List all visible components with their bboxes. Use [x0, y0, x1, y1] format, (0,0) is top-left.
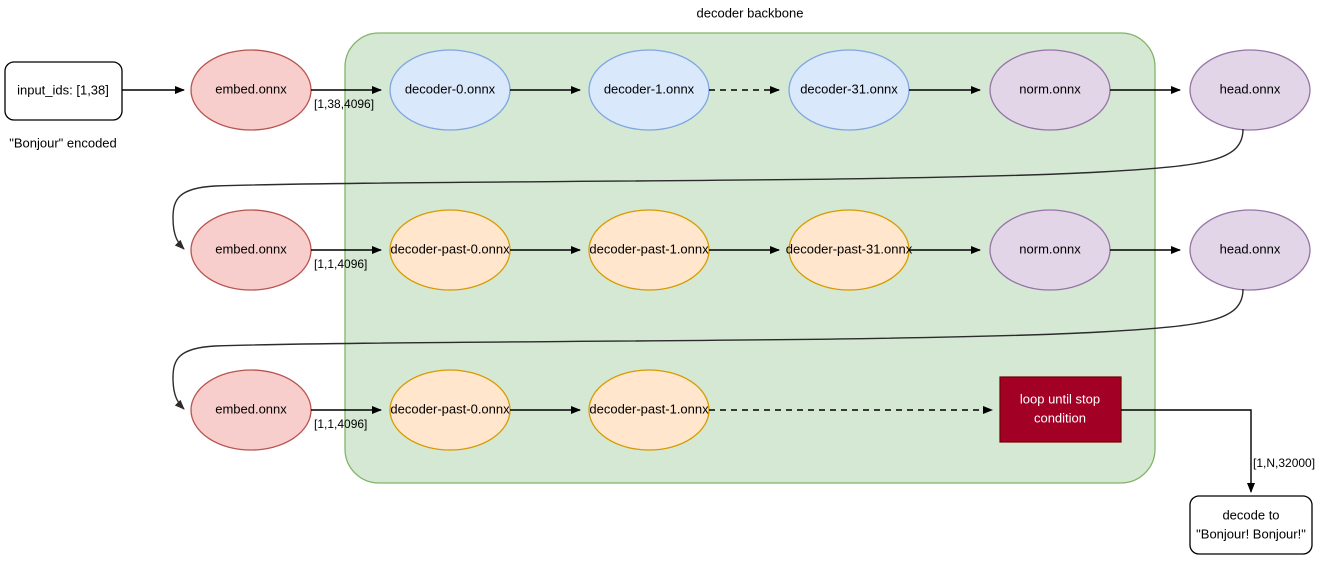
decode-output-line1: decode to: [1222, 507, 1279, 522]
edge-label-row1-embed-out: [1,38,4096]: [314, 97, 374, 111]
node-decoder-past-0-row3-label: decoder-past-0.onnx: [390, 401, 510, 416]
loop-box-label-line1: loop until stop: [1020, 391, 1100, 406]
node-decoder-past-31-row2-label: decoder-past-31.onnx: [786, 241, 913, 256]
node-head-row2-label: head.onnx: [1220, 241, 1281, 256]
edge-label-output-shape: [1,N,32000]: [1253, 456, 1315, 470]
node-decoder-past-1-row3-label: decoder-past-1.onnx: [589, 401, 709, 416]
input-caption: "Bonjour" encoded: [9, 135, 117, 150]
node-decoder-past-1-row2-label: decoder-past-1.onnx: [589, 241, 709, 256]
input-ids-label: input_ids: [1,38]: [17, 82, 109, 97]
edge-label-row3-embed-out: [1,1,4096]: [314, 417, 367, 431]
input-ids-box: [4, 61, 123, 121]
node-head-row1: [1189, 49, 1311, 131]
node-decoder-past-0-row2-label: decoder-past-0.onnx: [390, 241, 510, 256]
node-decoder-0-label: decoder-0.onnx: [405, 81, 496, 96]
loop-box-label-line2: condition: [1034, 410, 1086, 425]
node-head-row2: [1189, 209, 1311, 291]
node-norm-row2-label: norm.onnx: [1019, 241, 1081, 256]
node-decoder-1-label: decoder-1.onnx: [604, 81, 695, 96]
decode-output-box: [1189, 495, 1313, 555]
node-norm-row1-label: norm.onnx: [1019, 81, 1081, 96]
group-title: decoder backbone: [697, 5, 804, 20]
node-head-row1-label: head.onnx: [1220, 81, 1281, 96]
node-embed-row3-label: embed.onnx: [215, 401, 287, 416]
edge-loop-to-decode-output: [1121, 409, 1255, 493]
decoder-backbone-group: [344, 32, 1156, 484]
decode-output-line2: "Bonjour! Bonjour!": [1196, 526, 1306, 541]
node-decoder-31-label: decoder-31.onnx: [800, 81, 898, 96]
edge-label-row2-embed-out: [1,1,4096]: [314, 257, 367, 271]
edge-feedback-row1-to-row2: [172, 128, 1244, 250]
node-embed-row1-label: embed.onnx: [215, 81, 287, 96]
edge-feedback-row2-to-row3: [172, 288, 1244, 410]
node-embed-row2-label: embed.onnx: [215, 241, 287, 256]
